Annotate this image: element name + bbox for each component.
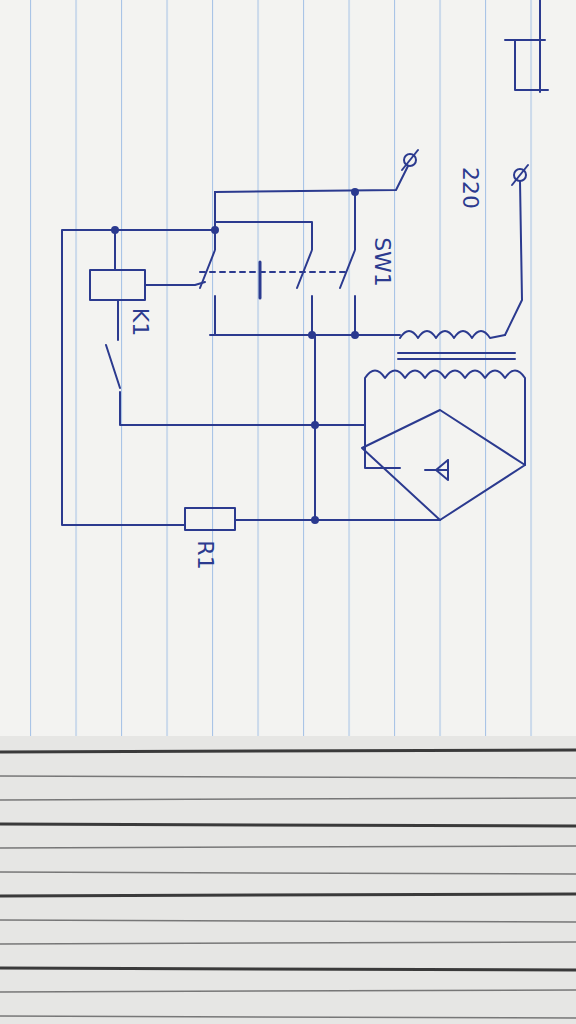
wire bbox=[210, 334, 400, 336]
relay-contact bbox=[106, 300, 365, 425]
part-label: R1 bbox=[194, 540, 216, 569]
wire bbox=[145, 282, 205, 285]
wire bbox=[235, 519, 440, 521]
part-label: 220 bbox=[459, 167, 481, 209]
wire bbox=[505, 181, 522, 335]
wire bbox=[215, 166, 408, 192]
wire bbox=[62, 192, 215, 525]
part-label: K1 bbox=[129, 308, 151, 336]
part-label: SW1 bbox=[371, 237, 393, 287]
resistor-symbol bbox=[185, 508, 235, 530]
underlying-notebook bbox=[0, 736, 576, 1024]
ruled-lines bbox=[0, 0, 576, 740]
wiring bbox=[62, 0, 548, 530]
corner-sketch bbox=[505, 0, 548, 92]
transformer-symbol bbox=[365, 331, 525, 465]
switch-symbol bbox=[200, 192, 355, 335]
relay-coil bbox=[90, 270, 145, 300]
paper bbox=[0, 0, 576, 740]
bridge-rectifier bbox=[362, 410, 525, 520]
wire bbox=[114, 230, 116, 270]
